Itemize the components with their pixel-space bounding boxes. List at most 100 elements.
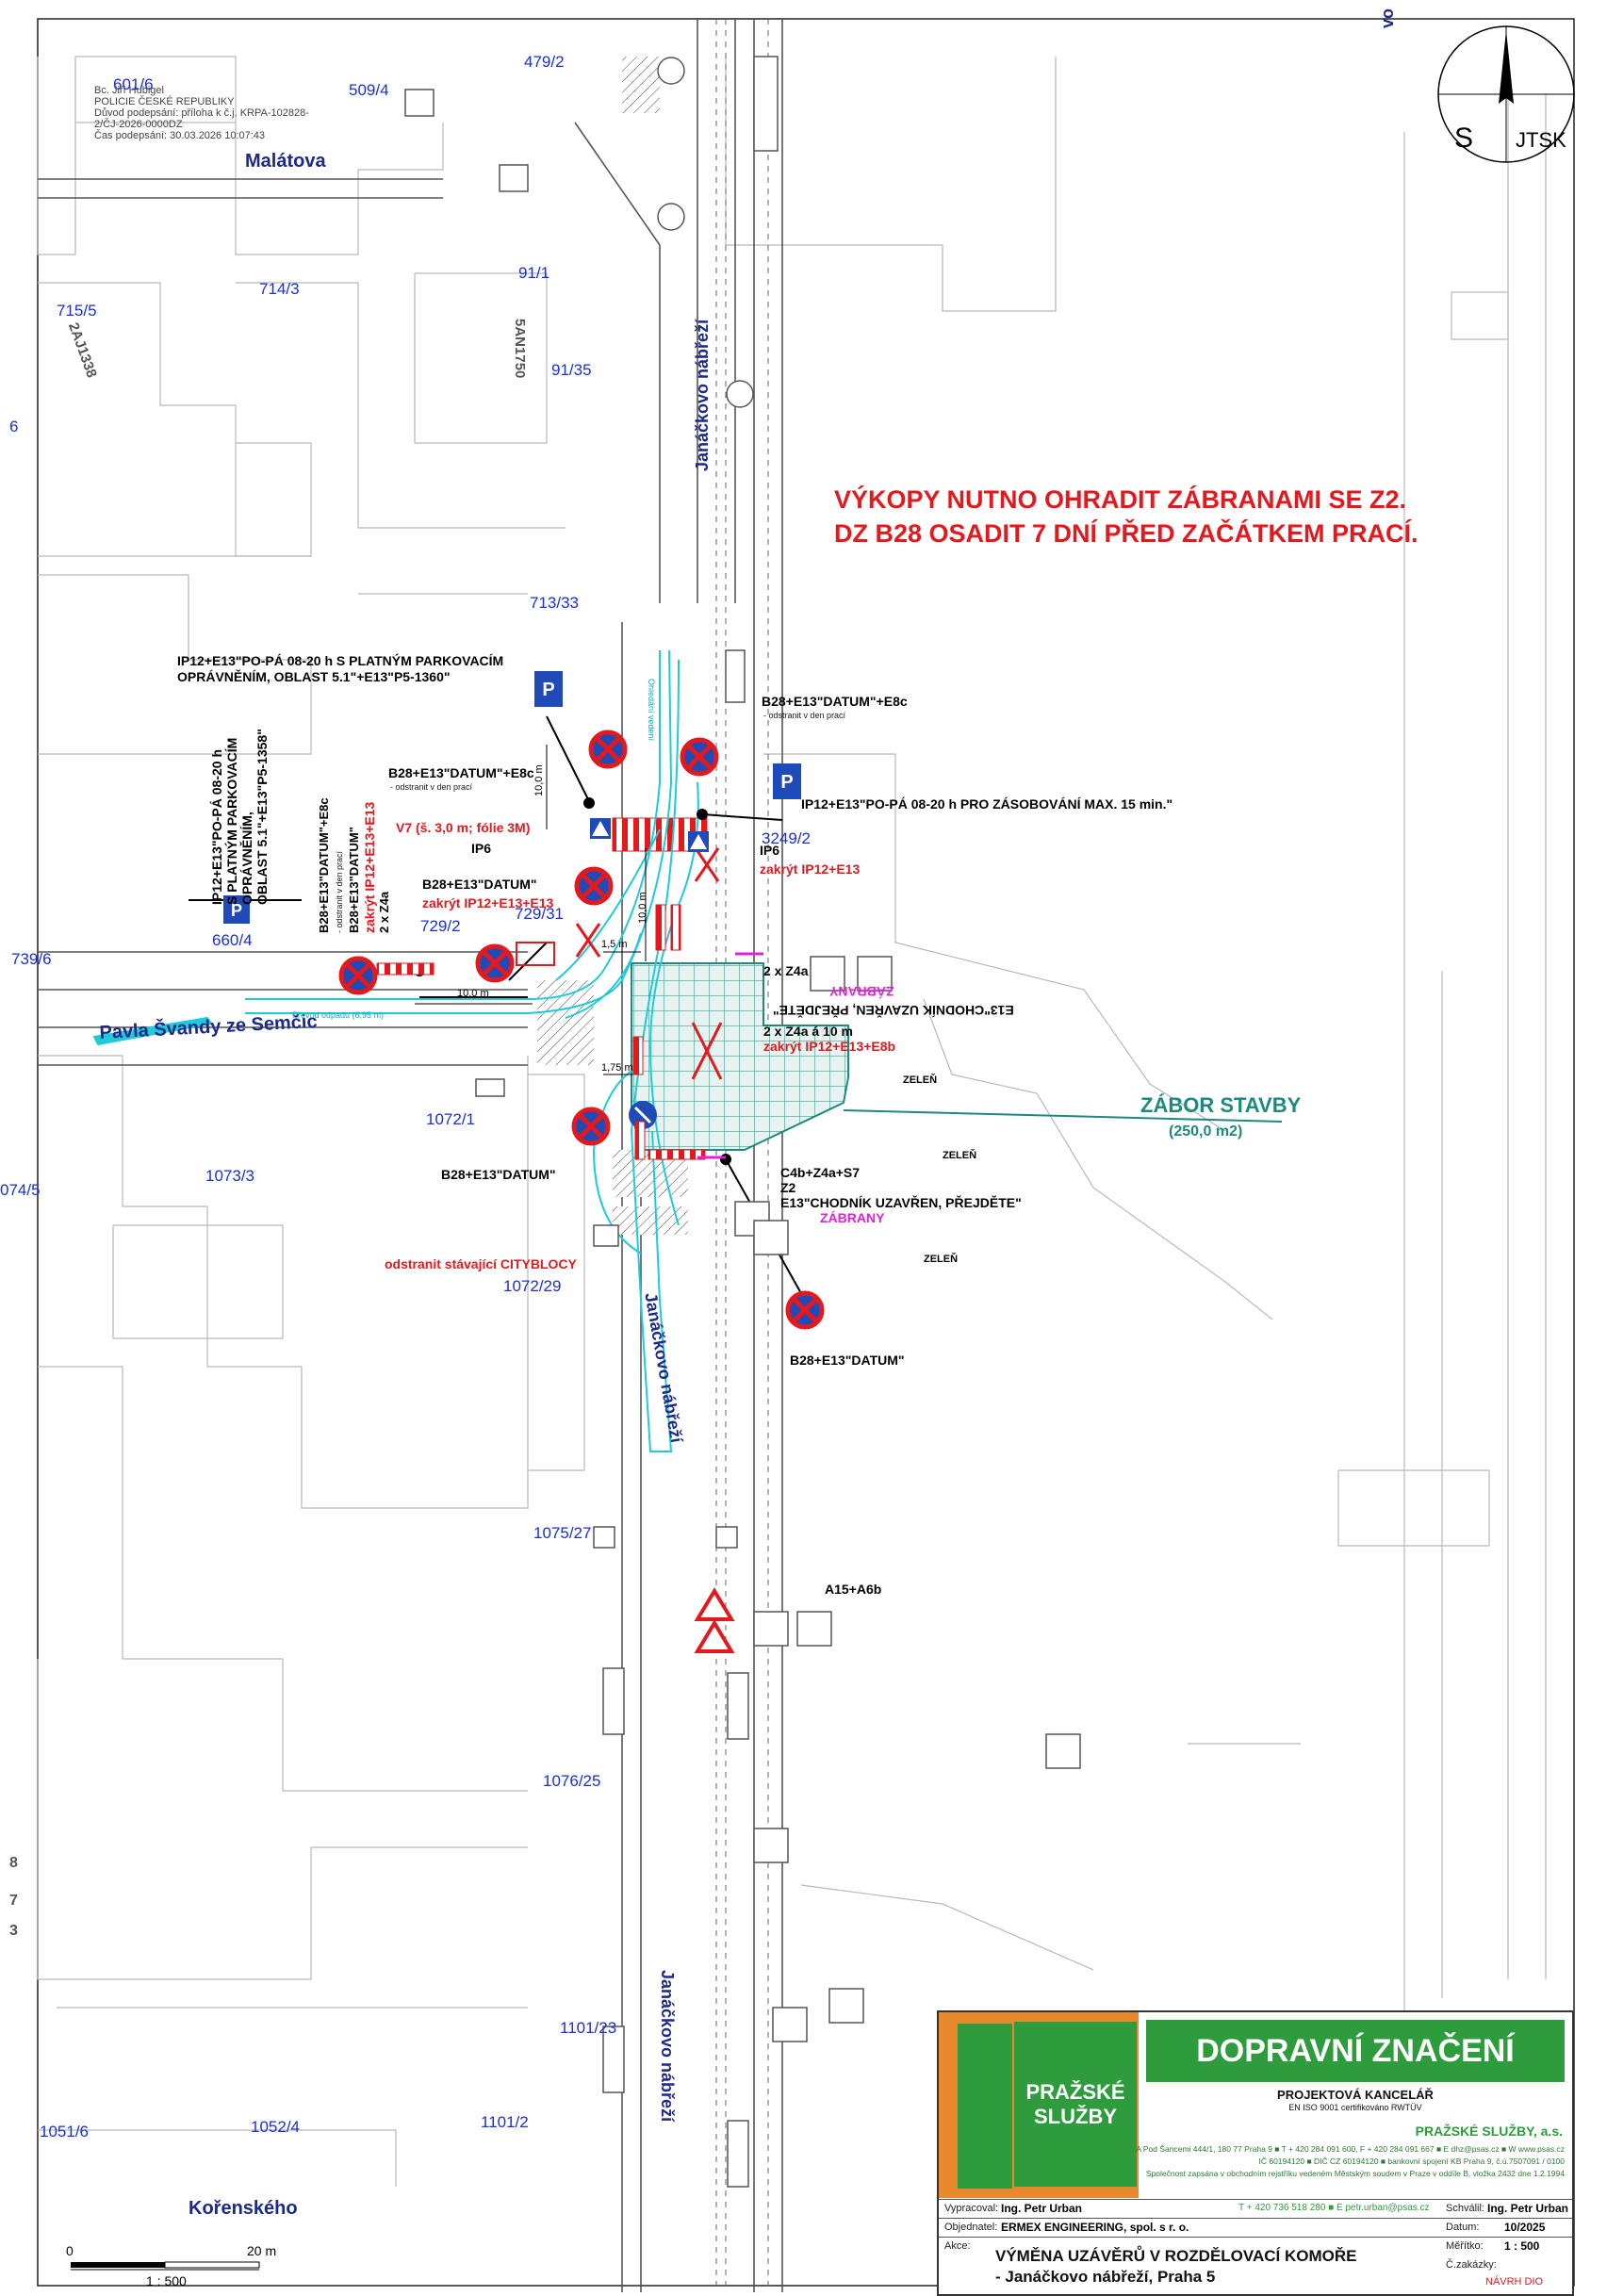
sign-label: IP6 bbox=[471, 841, 492, 856]
rotated-line: - odstranit v den prací bbox=[335, 850, 344, 933]
crosswalks bbox=[537, 57, 688, 1235]
no-stopping-signs bbox=[338, 730, 825, 1330]
sign-label-magenta: ZÁBRANY bbox=[829, 984, 894, 999]
scale-bar bbox=[71, 2261, 260, 2271]
dimension-label: 10,0 m bbox=[457, 988, 489, 999]
dimension-label: 1,75 m bbox=[601, 1062, 633, 1074]
dimension-label: 10,0 m bbox=[533, 764, 545, 796]
sign-label: B28+E13"DATUM" bbox=[790, 1353, 905, 1368]
title-block: PRAŽSKÉ SLUŽBY DOPRAVNÍ ZNAČENÍ PROJEKTO… bbox=[937, 2010, 1574, 2296]
margin-digit: 7 bbox=[9, 1893, 18, 1909]
parcel-label: 3249/2 bbox=[762, 829, 811, 847]
magenta-marks bbox=[697, 952, 763, 1159]
parcel-label: 91/35 bbox=[551, 361, 592, 379]
project-title: VÝMĚNA UZÁVĚRŮ V ROZDĚLOVACÍ KOMOŘE - Ja… bbox=[995, 2246, 1356, 2288]
dimension-label: 1,5 m bbox=[601, 939, 628, 950]
work-note-line: VÝKOPY NUTNO OHRADIT ZÁBRANAMI SE Z2. bbox=[834, 485, 1407, 514]
greenery-label: ZELEŇ bbox=[903, 1074, 938, 1086]
north-arrow-jtsk: JTSK bbox=[1516, 128, 1566, 152]
margin-digit: 3 bbox=[9, 1923, 18, 1939]
parcel-label: 509/4 bbox=[349, 81, 389, 99]
field-label: Schválil: bbox=[1446, 2203, 1484, 2214]
sign-label: E13"CHODNÍK UZAVŘEN, PŘEJDĚTE" bbox=[773, 1003, 1014, 1018]
parcel-label: 729/31 bbox=[515, 905, 564, 923]
street-korenskeho: Kořenského bbox=[189, 2198, 298, 2219]
sign-label: 2 x Z4a á 10 m bbox=[763, 1024, 853, 1039]
drawing-frame bbox=[37, 18, 1575, 2287]
project-title-line: - Janáčkovo nábřeží, Praha 5 bbox=[995, 2268, 1216, 2286]
north-arrow bbox=[1437, 25, 1575, 163]
drawing-type: NÁVRH DIO bbox=[1485, 2276, 1544, 2288]
dimension-label: 10,0 m bbox=[637, 892, 648, 924]
street-malatova: Malátova bbox=[245, 151, 326, 172]
stamp-line: 2/ČJ-2026-0000DZ bbox=[94, 119, 183, 130]
parcel-label: 1076/25 bbox=[543, 1772, 601, 1790]
parcel-label: 1075/27 bbox=[533, 1524, 592, 1542]
sign-label: 2 x Z4a bbox=[763, 963, 809, 978]
sign-label: OPRÁVNĚNÍM, OBLAST 5.1"+E13"P5-1360" bbox=[177, 669, 451, 684]
sign-label: B28+E13"DATUM"+E8c bbox=[762, 694, 908, 709]
field-label: Akce: bbox=[944, 2240, 971, 2252]
field-value: 10/2025 bbox=[1504, 2221, 1546, 2234]
existing-sign-symbols bbox=[404, 56, 1081, 2188]
zabor-area: (250,0 m2) bbox=[1169, 1123, 1243, 1140]
sign-label-red: zakrýt IP12+E13+E13 bbox=[422, 895, 554, 910]
rotated-line: B28+E13"DATUM"+E8c bbox=[317, 797, 331, 933]
prazske-sluzby-logo bbox=[958, 2024, 1012, 2189]
rotated-line: 2 x Z4a bbox=[377, 891, 391, 933]
parcel-label: 660/4 bbox=[212, 931, 253, 949]
rotated-line: zakrýt IP12+E13+E13 bbox=[362, 801, 377, 933]
field-value: 1 : 500 bbox=[1504, 2239, 1540, 2253]
barriers bbox=[376, 904, 706, 1160]
street-partial: vo bbox=[1378, 8, 1397, 28]
parcel-label: 714/3 bbox=[259, 280, 300, 298]
company-address: A Pod Šancemi 444/1, 180 77 Praha 9 ■ T … bbox=[1136, 2144, 1565, 2154]
street-janackovo-top: Janáčkovo nábřeží bbox=[693, 319, 712, 471]
parcel-label: 715/5 bbox=[57, 302, 97, 320]
company-address: IČ 60194120 ■ DIČ CZ 60194120 ■ bankovní… bbox=[1258, 2157, 1565, 2166]
work-note-line: DZ B28 OSADIT 7 DNÍ PŘED ZAČÁTKEM PRACÍ. bbox=[834, 519, 1418, 548]
zone-leader-line bbox=[843, 1109, 1283, 1123]
map-code: 5AN1750 bbox=[512, 319, 528, 379]
field-label: Č.zakázky: bbox=[1446, 2259, 1497, 2271]
sign-label-red: odstranit stávající CITYBLOCY bbox=[385, 1256, 577, 1271]
field-value: ERMEX ENGINEERING, spol. s r. o. bbox=[1001, 2221, 1189, 2234]
greenery-label: ZELEŇ bbox=[943, 1150, 977, 1161]
sign-label: C4b+Z4a+S7 bbox=[780, 1165, 861, 1180]
sign-label: IP6 bbox=[760, 843, 780, 858]
north-arrow-s: S bbox=[1454, 123, 1474, 154]
parcel-label: 1101/2 bbox=[481, 2113, 529, 2131]
company-address: Společnost zapsána v obchodním rejstříku… bbox=[1145, 2169, 1565, 2178]
svg-text:P: P bbox=[231, 901, 242, 920]
warning-triangles bbox=[694, 1587, 735, 1653]
stamp-line: Čas podepsání: 30.03.2026 10:07:43 bbox=[94, 130, 266, 141]
signature-stamp: Bc. Jiří Hubigel POLICIE ČESKÉ REPUBLIKY… bbox=[94, 85, 309, 141]
parcel-label: 91/1 bbox=[518, 264, 550, 282]
zabor-title: ZÁBOR STAVBY bbox=[1140, 1093, 1302, 1117]
sign-label-rotated: B28+E13"DATUM"+E8c - odstranit v den pra… bbox=[317, 797, 392, 933]
stamp-line: Důvod podepsání: příloha k č.j. KRPA-102… bbox=[94, 107, 309, 119]
greenery-label: ZELEŇ bbox=[924, 1254, 959, 1265]
parking-signs: P P P bbox=[223, 671, 801, 924]
parcel-label: 729/2 bbox=[420, 917, 461, 935]
building-outlines bbox=[37, 56, 1547, 2187]
sign-label-magenta: ZÁBRANY bbox=[820, 1210, 885, 1225]
sign-label-rotated: IP12+E13"PO-PÁ 08-20 h S PLATNÝM PARKOVA… bbox=[209, 729, 270, 905]
field-label: Měřítko: bbox=[1446, 2240, 1484, 2252]
rotated-line: OPRÁVNĚNÍM, bbox=[239, 812, 254, 905]
stamp-line: POLICIE ČESKÉ REPUBLIKY bbox=[94, 96, 235, 107]
svg-text:P: P bbox=[780, 772, 793, 793]
sign-label: B28+E13"DATUM" bbox=[441, 1167, 556, 1182]
parcel-label: 6 bbox=[9, 418, 19, 435]
parcel-label: 1072/1 bbox=[426, 1110, 475, 1128]
parcel-label: 1051/6 bbox=[40, 2123, 89, 2140]
work-note: VÝKOPY NUTNO OHRADIT ZÁBRANAMI SE Z2. DZ… bbox=[834, 483, 1418, 550]
svg-text:P: P bbox=[542, 680, 554, 700]
field-value: Ing. Petr Urban bbox=[1001, 2202, 1083, 2215]
rotated-line: B28+E13"DATUM" bbox=[347, 827, 361, 933]
sign-label: A15+A6b bbox=[825, 1582, 882, 1597]
field-value: T + 420 736 518 280 ■ E petr.urban@psas.… bbox=[1238, 2203, 1430, 2213]
title-row bbox=[939, 2237, 1572, 2238]
margin-digit: 8 bbox=[9, 1855, 18, 1871]
